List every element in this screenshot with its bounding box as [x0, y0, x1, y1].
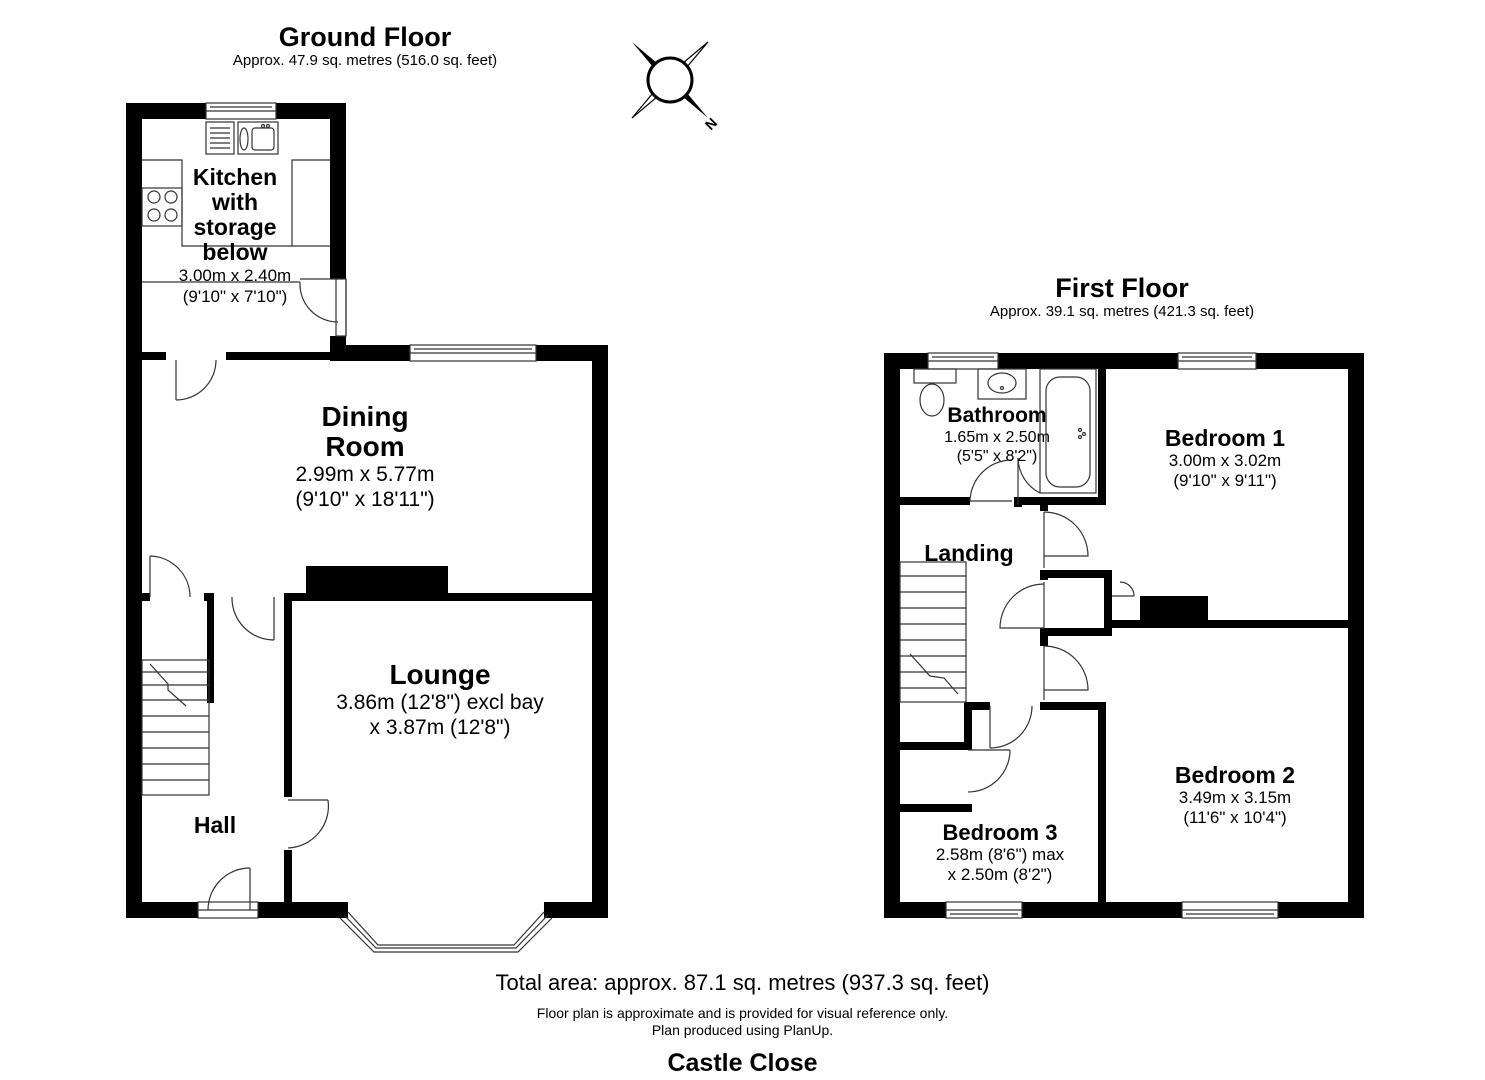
room-label-landing: Landing	[910, 540, 1028, 566]
kitchen-counters	[141, 121, 330, 283]
room-dimensions-metric: 3.86m (12'8") excl bay	[336, 691, 544, 714]
room-label-lounge: Lounge 3.86m (12'8") excl bay x 3.87m (1…	[300, 660, 580, 740]
room-name: Hall	[193, 812, 237, 838]
door	[287, 799, 330, 849]
ground-floor-plan	[126, 102, 608, 953]
room-dimensions-metric: 3.00m x 2.40m	[178, 266, 292, 285]
compass-rose-icon	[631, 41, 709, 119]
first-floor-title: First Floor	[1055, 273, 1189, 303]
window	[409, 344, 537, 362]
plan-producer-note: Plan produced using PlanUp.	[651, 1022, 834, 1038]
property-name: Castle Close	[667, 1049, 818, 1077]
door	[149, 555, 191, 598]
room-name: Bedroom 3	[942, 820, 1058, 845]
room-dimensions-metric: 3.49m x 3.15m	[1178, 788, 1292, 807]
total-area: Total area: approx. 87.1 sq. metres (937…	[495, 970, 990, 995]
room-dimensions-metric: 3.00m x 3.02m	[1168, 451, 1282, 470]
window	[205, 102, 277, 120]
staircase	[141, 659, 210, 796]
disclaimer: Floor plan is approximate and is provide…	[536, 1005, 949, 1021]
door	[231, 596, 275, 641]
staircase	[899, 561, 967, 703]
door	[1043, 511, 1089, 568]
ground-floor-header: Ground Floor Approx. 47.9 sq. metres (51…	[190, 22, 540, 70]
first-floor-area: Approx. 39.1 sq. metres (421.3 sq. feet)	[989, 303, 1255, 320]
door	[969, 459, 1013, 502]
room-name: Bathroom	[947, 404, 1047, 427]
door	[175, 359, 217, 401]
front-door	[197, 867, 259, 919]
door	[989, 705, 1033, 749]
room-label-hall: Hall	[170, 812, 260, 838]
room-dimensions-imperial: (9'10" x 7'10")	[182, 287, 288, 306]
room-name: Lounge	[389, 659, 491, 690]
room-dimensions-metric: 1.65m x 2.50m	[944, 429, 1050, 446]
ground-floor-area: Approx. 47.9 sq. metres (516.0 sq. feet)	[232, 52, 498, 69]
window	[1177, 352, 1257, 370]
door	[967, 749, 1011, 793]
room-dimensions-metric: 2.99m x 5.77m	[295, 463, 435, 486]
window	[927, 352, 999, 370]
room-dimensions-imperial: (9'10" x 18'11")	[295, 488, 435, 511]
room-dimensions-imperial: x 2.50m (8'2")	[947, 865, 1053, 884]
room-name: with	[212, 189, 258, 215]
bathroom-fittings	[913, 368, 1097, 505]
room-label-bedroom-3: Bedroom 3 2.58m (8'6") max x 2.50m (8'2"…	[905, 820, 1095, 885]
room-name: below	[202, 239, 268, 265]
room-name: storage	[193, 214, 277, 240]
room-label-bedroom-2: Bedroom 2 3.49m x 3.15m (11'6" x 10'4")	[1140, 762, 1330, 828]
room-name: Dining	[321, 401, 409, 432]
room-label-kitchen: Kitchen with storage below 3.00m x 2.40m…	[150, 165, 320, 307]
bay-window	[339, 911, 553, 953]
room-label-bedroom-1: Bedroom 1 3.00m x 3.02m (9'10" x 9'11")	[1130, 425, 1320, 491]
room-dimensions-imperial: x 3.87m (12'8")	[369, 716, 511, 739]
door	[999, 582, 1045, 629]
room-dimensions-imperial: (11'6" x 10'4")	[1183, 808, 1287, 827]
window	[1181, 901, 1279, 919]
ground-floor-walls	[126, 103, 608, 918]
room-label-dining-room: Dining Room 2.99m x 5.77m (9'10" x 18'11…	[245, 402, 485, 512]
room-dimensions-metric: 2.58m (8'6") max	[935, 845, 1065, 864]
room-label-bathroom: Bathroom 1.65m x 2.50m (5'5" x 8'2")	[912, 404, 1082, 466]
door	[1112, 581, 1135, 597]
first-floor-plan	[884, 352, 1364, 919]
room-dimensions-imperial: (5'5" x 8'2")	[956, 448, 1038, 465]
room-name: Room	[325, 431, 405, 462]
room-name: Landing	[924, 540, 1014, 566]
first-floor-header: First Floor Approx. 39.1 sq. metres (421…	[947, 273, 1297, 321]
room-name: Kitchen	[192, 164, 278, 190]
ground-floor-title: Ground Floor	[278, 22, 452, 52]
kitchen-door	[299, 278, 347, 337]
compass-north-label: N	[702, 114, 720, 132]
room-name: Bedroom 1	[1164, 425, 1286, 451]
room-name: Bedroom 2	[1174, 762, 1296, 788]
window	[945, 901, 1023, 919]
room-dimensions-imperial: (9'10" x 9'11")	[1173, 471, 1277, 490]
door	[1043, 645, 1089, 700]
